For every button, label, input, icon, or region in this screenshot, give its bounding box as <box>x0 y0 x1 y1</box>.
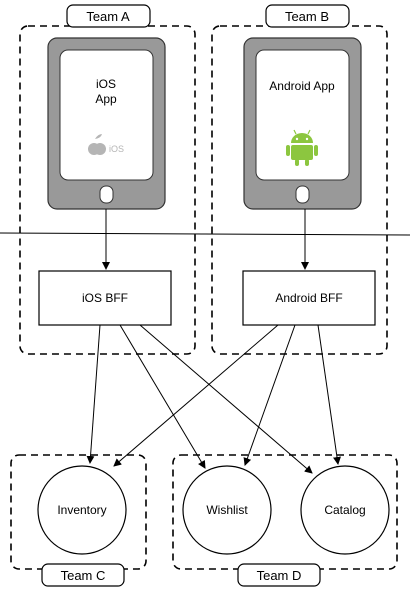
ios-device-screen <box>59 49 154 181</box>
catalog-label: Catalog <box>324 503 365 517</box>
connection-arrows <box>86 209 341 474</box>
arrow-ios-bff-to-catalog <box>139 324 313 474</box>
team-d-label: Team D <box>257 568 302 583</box>
ios-app-label-line2: App <box>95 92 117 106</box>
team-c-tag <box>41 563 125 587</box>
android-bff-box <box>242 270 376 326</box>
apple-logo-icon: iOS <box>88 134 124 155</box>
arrow-android-bff-to-catalog <box>317 324 341 465</box>
arrow-android-bff-to-wishlist <box>243 324 296 466</box>
catalog-service <box>300 465 390 555</box>
ios-logo-text: iOS <box>109 144 124 154</box>
ios-home-button <box>99 185 114 204</box>
android-app-label: Android App <box>269 79 335 93</box>
divider-line <box>0 232 410 236</box>
arrow-ios-bff-to-inventory <box>86 324 101 464</box>
wishlist-label: Wishlist <box>206 503 248 517</box>
team-b-label: Team B <box>285 9 329 24</box>
ios-bff-box <box>38 270 172 326</box>
inventory-service <box>37 465 127 555</box>
arrow-android-bff-to-inventory <box>113 324 279 467</box>
team-b-tag <box>265 4 350 28</box>
inventory-label: Inventory <box>57 503 106 517</box>
arrow-ios-bff-to-wishlist <box>119 324 206 469</box>
android-logo-icon <box>286 129 318 166</box>
team-b-boundary <box>211 25 388 355</box>
android-bff-label: Android BFF <box>275 291 342 305</box>
wishlist-service <box>182 465 272 555</box>
team-a-tag <box>66 4 151 28</box>
android-home-button <box>295 185 310 204</box>
ios-app-label-line1: iOS <box>96 77 116 91</box>
android-device: Android App <box>243 37 362 210</box>
team-a-label: Team A <box>86 9 130 24</box>
team-d-tag <box>237 563 321 587</box>
android-device-screen <box>255 49 350 181</box>
team-a-boundary <box>19 25 196 355</box>
team-c-label: Team C <box>61 568 106 583</box>
ios-bff-label: iOS BFF <box>82 291 128 305</box>
ios-device: iOS App iOS <box>47 37 166 210</box>
